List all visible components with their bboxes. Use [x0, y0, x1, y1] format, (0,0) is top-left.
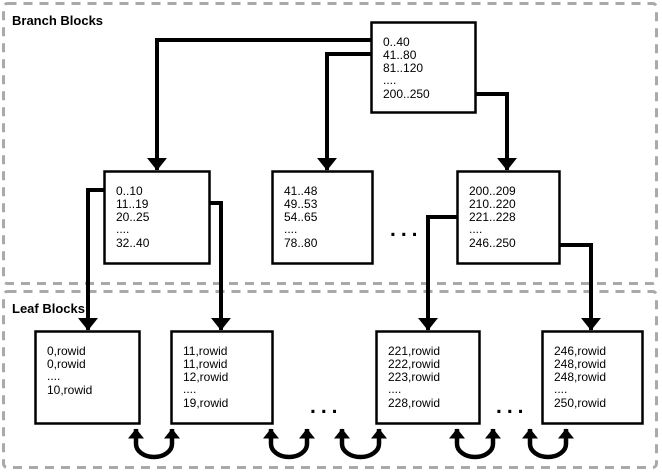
index-entry: 250,rowid: [554, 396, 606, 410]
index-entry: ....: [183, 382, 196, 396]
index-entry: 78..80: [284, 236, 318, 250]
index-entry: 200..209: [469, 184, 516, 198]
index-entry: 12,rowid: [183, 370, 228, 384]
leaf-block-1: 0,rowid 0,rowid .... 10,rowid: [34, 330, 141, 425]
index-entry: ....: [469, 222, 482, 236]
index-entry: 11..19: [116, 197, 149, 211]
index-entry: 0..10: [116, 184, 143, 198]
leaf-blocks-label: Leaf Blocks: [12, 301, 85, 316]
leaf-row-ellipsis-2: ...: [496, 395, 529, 418]
connector-root-to-right-branch: [474, 92, 517, 171]
index-entry: 54..65: [284, 210, 318, 224]
index-entry: 0,rowid: [47, 344, 86, 358]
root-branch-block: 0..40 41..80 81..120 .... 200..250: [370, 21, 477, 114]
index-entry: ....: [388, 382, 401, 396]
connector-left-branch-to-leaf-2: [208, 201, 231, 331]
index-entry: 41..80: [383, 48, 417, 62]
index-entry: 20..25: [116, 210, 150, 224]
leaf-block-3: 221,rowid 222,rowid 223,rowid .... 228,r…: [375, 330, 481, 425]
index-entry: 81..120: [383, 61, 423, 75]
index-entry: ....: [116, 222, 129, 236]
index-entry: 248,rowid: [554, 370, 606, 384]
index-entry: ....: [383, 73, 396, 87]
connector-right-branch-to-leaf-3: [418, 215, 460, 331]
index-entry: 210..220: [469, 197, 516, 211]
leaf-link-arrow-1: [128, 428, 180, 460]
block-border: [370, 21, 477, 114]
leaf-link-arrow-3: [334, 428, 387, 460]
index-entry: 32..40: [116, 236, 150, 250]
branch-blocks-label: Branch Blocks: [12, 13, 103, 28]
index-entry: ....: [284, 222, 297, 236]
branch-row-ellipsis: ...: [390, 218, 423, 241]
index-entry: 200..250: [383, 87, 430, 101]
leaf-link-arrow-4: [449, 428, 501, 460]
block-border: [375, 330, 481, 425]
index-entry: 10,rowid: [47, 383, 92, 397]
index-entry: 223,rowid: [388, 370, 440, 384]
branch-block-left: 0..10 11..19 20..25 .... 32..40: [103, 170, 211, 265]
index-entry: ....: [47, 369, 60, 383]
index-entry: 19,rowid: [183, 396, 228, 410]
index-entry: 246..250: [469, 236, 516, 250]
leaf-link-arrow-2: [263, 428, 315, 460]
leaf-block-2: 11,rowid 11,rowid 12,rowid .... 19,rowid: [170, 330, 274, 425]
index-entry: 0,rowid: [47, 357, 86, 371]
block-border: [170, 330, 274, 425]
leaf-block-4: 246,rowid 248,rowid 248,rowid .... 250,r…: [541, 330, 644, 425]
branch-block-right: 200..209 210..220 221..228 .... 246..250: [456, 170, 561, 265]
index-entry: ....: [554, 382, 567, 396]
block-border: [456, 170, 561, 265]
index-entry: 221,rowid: [388, 344, 440, 358]
index-entry: 248,rowid: [554, 357, 606, 371]
leaf-link-arrow-5: [522, 428, 574, 460]
index-entry: 221..228: [469, 210, 516, 224]
index-entry: 11,rowid: [183, 357, 227, 371]
branch-block-middle: 41..48 49..53 54..65 .... 78..80: [271, 170, 374, 265]
index-entry: 41..48: [284, 184, 318, 198]
branch-blocks-region-border: [2, 2, 658, 285]
block-border: [271, 170, 374, 265]
leaf-blocks-region-border: [2, 290, 658, 469]
connector-right-branch-to-leaf-4: [558, 243, 601, 331]
block-border: [103, 170, 211, 265]
block-border: [541, 330, 644, 425]
connector-root-to-left-branch: [147, 38, 373, 171]
index-entry: 222,rowid: [388, 357, 440, 371]
index-entry: 49..53: [284, 197, 318, 211]
index-entry: 228,rowid: [388, 396, 440, 410]
index-entry: 11,rowid: [183, 344, 227, 358]
index-entry: 246,rowid: [554, 344, 606, 358]
index-entry: 0..40: [383, 35, 410, 49]
connector-left-branch-to-leaf-1: [78, 188, 106, 331]
connector-root-to-middle-branch: [317, 52, 373, 171]
leaf-row-ellipsis-1: ...: [310, 395, 343, 418]
block-border: [34, 330, 141, 425]
